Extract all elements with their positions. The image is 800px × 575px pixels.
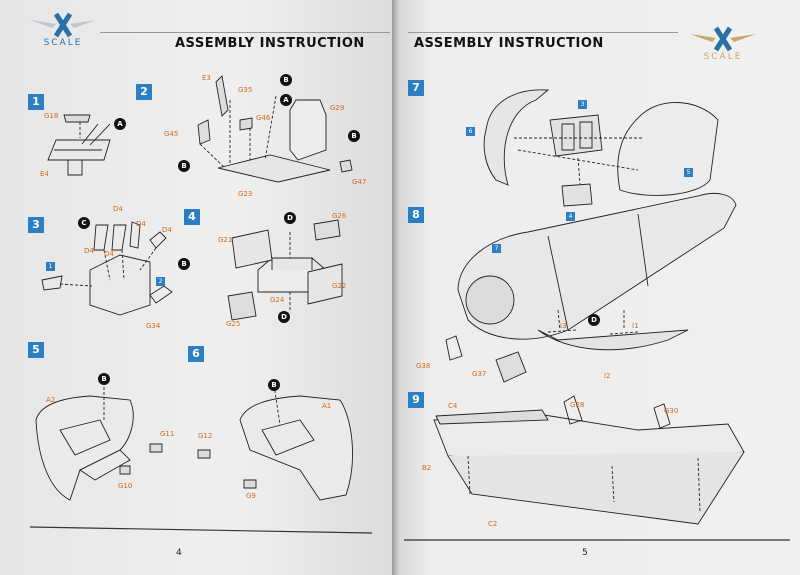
part-label: D4 bbox=[136, 220, 146, 228]
step-badge-4: 4 bbox=[184, 209, 200, 225]
part-label: B2 bbox=[422, 464, 432, 472]
book-spine bbox=[392, 0, 398, 575]
ref-square: 7 bbox=[492, 244, 501, 253]
part-label: G18 bbox=[44, 112, 59, 120]
part-label: G38 bbox=[416, 362, 431, 370]
part-label: G9 bbox=[246, 492, 256, 500]
part-label: A2 bbox=[46, 396, 56, 404]
callout-D: D bbox=[588, 314, 600, 326]
step6-fuselage-half-drawing bbox=[197, 384, 353, 501]
callout-B: B bbox=[268, 379, 280, 391]
part-label: G10 bbox=[118, 482, 133, 490]
step-badge-9: 9 bbox=[408, 392, 424, 408]
left-line-art bbox=[29, 75, 373, 534]
left-page: SCALE ASSEMBLY INSTRUCTION 1 2 3 4 5 6 bbox=[0, 0, 392, 575]
logo-text: SCALE bbox=[43, 38, 83, 48]
step-badge-7: 7 bbox=[408, 80, 424, 96]
step-badge-3: 3 bbox=[28, 217, 44, 233]
part-label: G35 bbox=[238, 86, 253, 94]
step-badge-6: 6 bbox=[188, 346, 204, 362]
part-label: E4 bbox=[40, 170, 49, 178]
ref-square: 3 bbox=[578, 100, 587, 109]
part-label: E3 bbox=[202, 74, 211, 82]
callout-B: B bbox=[178, 160, 190, 172]
step-badge-1: 1 bbox=[28, 94, 44, 110]
x-scale-logo: SCALE bbox=[688, 24, 758, 64]
part-label: G30 bbox=[664, 407, 679, 415]
callout-B: B bbox=[280, 74, 292, 86]
page-title-right: ASSEMBLY INSTRUCTION bbox=[414, 36, 604, 51]
step3-seats-bulkhead-drawing bbox=[41, 221, 173, 316]
step9-wing-drawing bbox=[433, 395, 745, 525]
part-label: G21 bbox=[218, 236, 233, 244]
part-label: C4 bbox=[448, 402, 458, 410]
part-label: G46 bbox=[256, 114, 271, 122]
page-title-left: ASSEMBLY INSTRUCTION bbox=[175, 36, 365, 51]
part-label: D4 bbox=[104, 250, 114, 258]
callout-D: D bbox=[284, 212, 296, 224]
part-label: G47 bbox=[352, 178, 367, 186]
logo-text: SCALE bbox=[703, 52, 743, 62]
part-label: G34 bbox=[146, 322, 161, 330]
part-label: G11 bbox=[160, 430, 175, 438]
right-page: ASSEMBLY INSTRUCTION SCALE 7 8 9 bbox=[398, 0, 800, 575]
part-label: G26 bbox=[332, 212, 347, 220]
part-label: D4 bbox=[84, 247, 94, 255]
callout-A: A bbox=[114, 118, 126, 130]
right-line-art bbox=[404, 89, 790, 541]
header-rule bbox=[100, 32, 390, 33]
part-label: A1 bbox=[322, 402, 332, 410]
part-label: G22 bbox=[332, 282, 347, 290]
step8-fuselage-drawing bbox=[445, 193, 737, 383]
step7-nose-assembly-drawing bbox=[483, 89, 719, 207]
callout-B: B bbox=[178, 258, 190, 270]
ref-square: 5 bbox=[684, 168, 693, 177]
part-label: G37 bbox=[472, 370, 487, 378]
part-label: G29 bbox=[330, 104, 345, 112]
ref-square: 1 bbox=[46, 262, 55, 271]
part-label: G45 bbox=[164, 130, 179, 138]
page-number-left: 4 bbox=[176, 548, 182, 558]
step5-fuselage-half-drawing bbox=[35, 382, 163, 501]
step4-cockpit-box-drawing bbox=[227, 219, 343, 321]
ref-square: 2 bbox=[156, 277, 165, 286]
ref-square: 6 bbox=[466, 127, 475, 136]
part-label: I2 bbox=[604, 372, 611, 380]
part-label: G28 bbox=[570, 401, 585, 409]
x-scale-logo: SCALE bbox=[28, 10, 98, 50]
part-label: D4 bbox=[113, 205, 123, 213]
step-badge-8: 8 bbox=[408, 207, 424, 223]
part-label: G12 bbox=[198, 432, 213, 440]
part-label: G25 bbox=[226, 320, 241, 328]
callout-D: D bbox=[278, 311, 290, 323]
callout-A: A bbox=[280, 94, 292, 106]
callout-C: C bbox=[78, 217, 90, 229]
callout-B: B bbox=[98, 373, 110, 385]
step-badge-2: 2 bbox=[136, 84, 152, 100]
footer-rule-left bbox=[29, 526, 373, 534]
part-label: I1 bbox=[632, 322, 639, 330]
step-badge-5: 5 bbox=[28, 342, 44, 358]
part-label: G24 bbox=[270, 296, 285, 304]
part-label: C2 bbox=[488, 520, 498, 528]
part-label: D4 bbox=[162, 226, 172, 234]
part-label: I3 bbox=[560, 322, 567, 330]
page-number-right: 5 bbox=[582, 548, 588, 558]
x-wings-logo-icon bbox=[30, 12, 96, 38]
ref-square: 4 bbox=[566, 212, 575, 221]
step2-cockpit-floor-drawing bbox=[197, 75, 353, 183]
callout-B: B bbox=[348, 130, 360, 142]
part-label: G23 bbox=[238, 190, 253, 198]
header-rule bbox=[408, 32, 678, 33]
step1-instrument-panel-drawing bbox=[47, 114, 111, 176]
x-wings-logo-icon bbox=[690, 26, 756, 52]
